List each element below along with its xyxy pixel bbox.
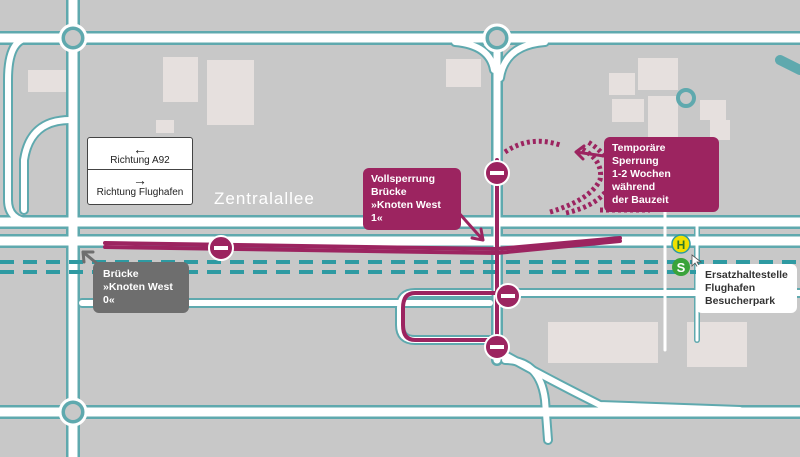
label-vollsperrung: Vollsperrung Brücke »Knoten West 1« <box>363 168 461 230</box>
s-bahn-letter: S <box>677 260 686 275</box>
no-entry-icon <box>495 283 521 309</box>
building <box>612 99 644 122</box>
street-label-zentralallee: Zentralallee <box>214 189 315 208</box>
direction-divider <box>88 169 192 170</box>
bus-stop-letter: H <box>677 238 686 252</box>
label-ersatzhaltestelle: Ersatzhaltestelle Flughafen Besucherpark <box>696 264 797 313</box>
building <box>156 120 174 133</box>
roundabouts <box>61 26 696 424</box>
building <box>446 59 481 87</box>
roundabout <box>676 88 696 108</box>
left-arrow-icon: ← <box>133 141 147 157</box>
building <box>700 100 726 120</box>
label-bruecke-knoten-west-0: Brücke »Knoten West 0« <box>93 262 189 313</box>
full-closure-route <box>103 158 622 357</box>
roundabout <box>61 400 85 424</box>
direction-sign: ← Richtung A92 → Richtung Flughafen <box>87 137 193 205</box>
rail-line <box>0 260 800 274</box>
no-entry-icon <box>484 334 510 360</box>
building <box>648 96 678 120</box>
roundabout <box>61 26 85 50</box>
building <box>710 120 730 140</box>
no-entry-icon <box>484 160 510 186</box>
roundabout <box>485 26 509 50</box>
building <box>548 322 658 363</box>
direction-flughafen: Richtung Flughafen <box>96 187 184 198</box>
s-bahn-icon: S <box>672 258 690 276</box>
building <box>28 70 68 92</box>
building <box>207 60 254 125</box>
building <box>163 57 198 102</box>
buildings <box>28 57 747 367</box>
bus-stop-icon: H <box>671 234 691 254</box>
label-temporaere-sperrung: Temporäre Sperrung 1-2 Wochen während de… <box>604 137 719 212</box>
right-arrow-icon: → <box>133 172 147 188</box>
direction-a92: Richtung A92 <box>110 155 170 166</box>
no-entry-icon <box>208 235 234 261</box>
building <box>638 58 678 90</box>
building <box>609 73 635 95</box>
